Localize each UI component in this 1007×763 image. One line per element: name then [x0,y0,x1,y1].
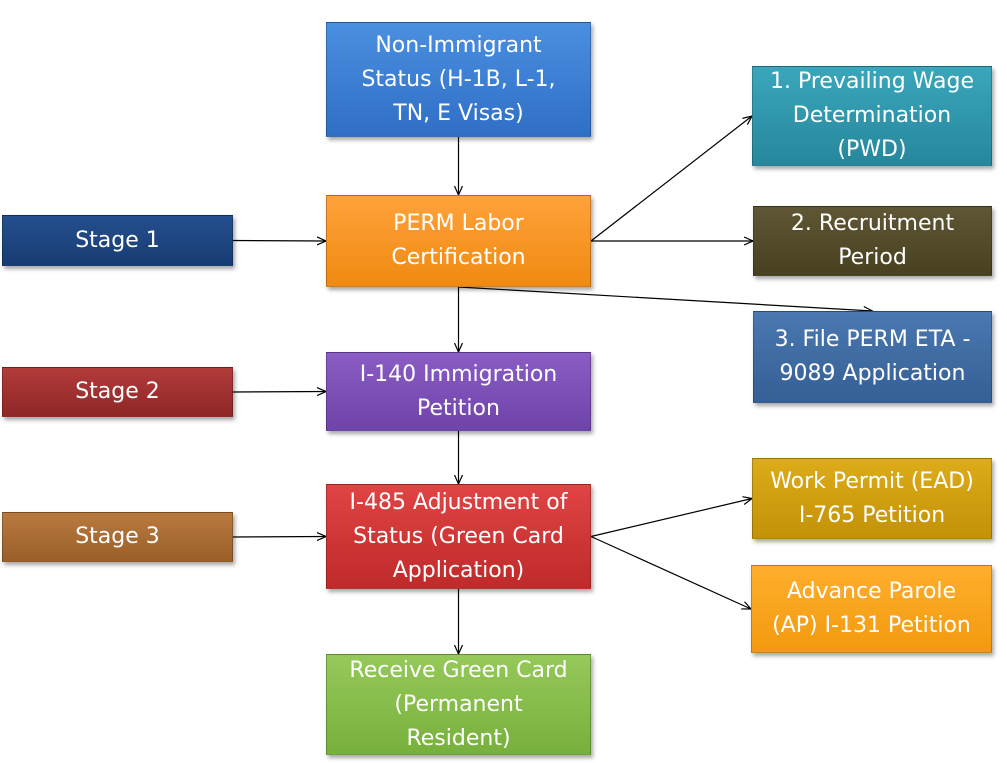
stage-2-label: Stage 2 [75,379,160,404]
i140-petition-label: I-140 Immigration Petition [359,361,558,421]
i140-petition-box: I-140 Immigration Petition [326,352,591,431]
non-immigrant-status-label: Non-Immigrant Status (H-1B, L-1, TN, E V… [361,32,556,126]
receive-green-card-label: Receive Green Card (Permanent Resident) [349,657,568,751]
file-perm-eta-box: 3. File PERM ETA - 9089 Application [753,311,992,403]
stage-3-label: Stage 3 [75,524,160,549]
advance-parole-label: Advance Parole (AP) I-131 Petition [772,579,971,638]
i485-adjustment-box: I-485 Adjustment of Status (Green Card A… [326,484,591,589]
work-permit-ead-box: Work Permit (EAD) I-765 Petition [752,458,992,539]
recruitment-period-label: 2. Recruitment Period [790,211,955,270]
receive-green-card-box: Receive Green Card (Permanent Resident) [326,654,591,755]
perm-labor-certification-box: PERM Labor Certification [326,195,591,287]
stage-2-box: Stage 2 [2,367,233,417]
stage-1-label: Stage 1 [75,227,160,253]
recruitment-period-box: 2. Recruitment Period [753,206,992,276]
perm-labor-certification-label: PERM Labor Certification [391,211,526,270]
non-immigrant-status-box: Non-Immigrant Status (H-1B, L-1, TN, E V… [326,22,591,137]
advance-parole-box: Advance Parole (AP) I-131 Petition [751,565,992,653]
stage-1-box: Stage 1 [2,215,233,266]
work-permit-ead-label: Work Permit (EAD) I-765 Petition [770,468,974,528]
prevailing-wage-determination-label: 1. Prevailing Wage Determination (PWD) [769,69,975,162]
arrow-stage1-to-perm [232,241,326,242]
arrow-i485-to-ap [590,535,751,610]
stage-3-box: Stage 3 [2,512,233,562]
i485-adjustment-label: I-485 Adjustment of Status (Green Card A… [349,489,568,583]
prevailing-wage-determination-box: 1. Prevailing Wage Determination (PWD) [752,66,992,166]
arrow-perm-to-pwd [590,116,752,242]
file-perm-eta-label: 3. File PERM ETA - 9089 Application [774,327,971,386]
arrow-i485-to-ead [590,499,752,538]
arrow-stage3-to-i485 [232,537,326,538]
arrow-stage2-to-i140 [232,392,326,393]
arrow-perm-to-eta [458,286,873,311]
